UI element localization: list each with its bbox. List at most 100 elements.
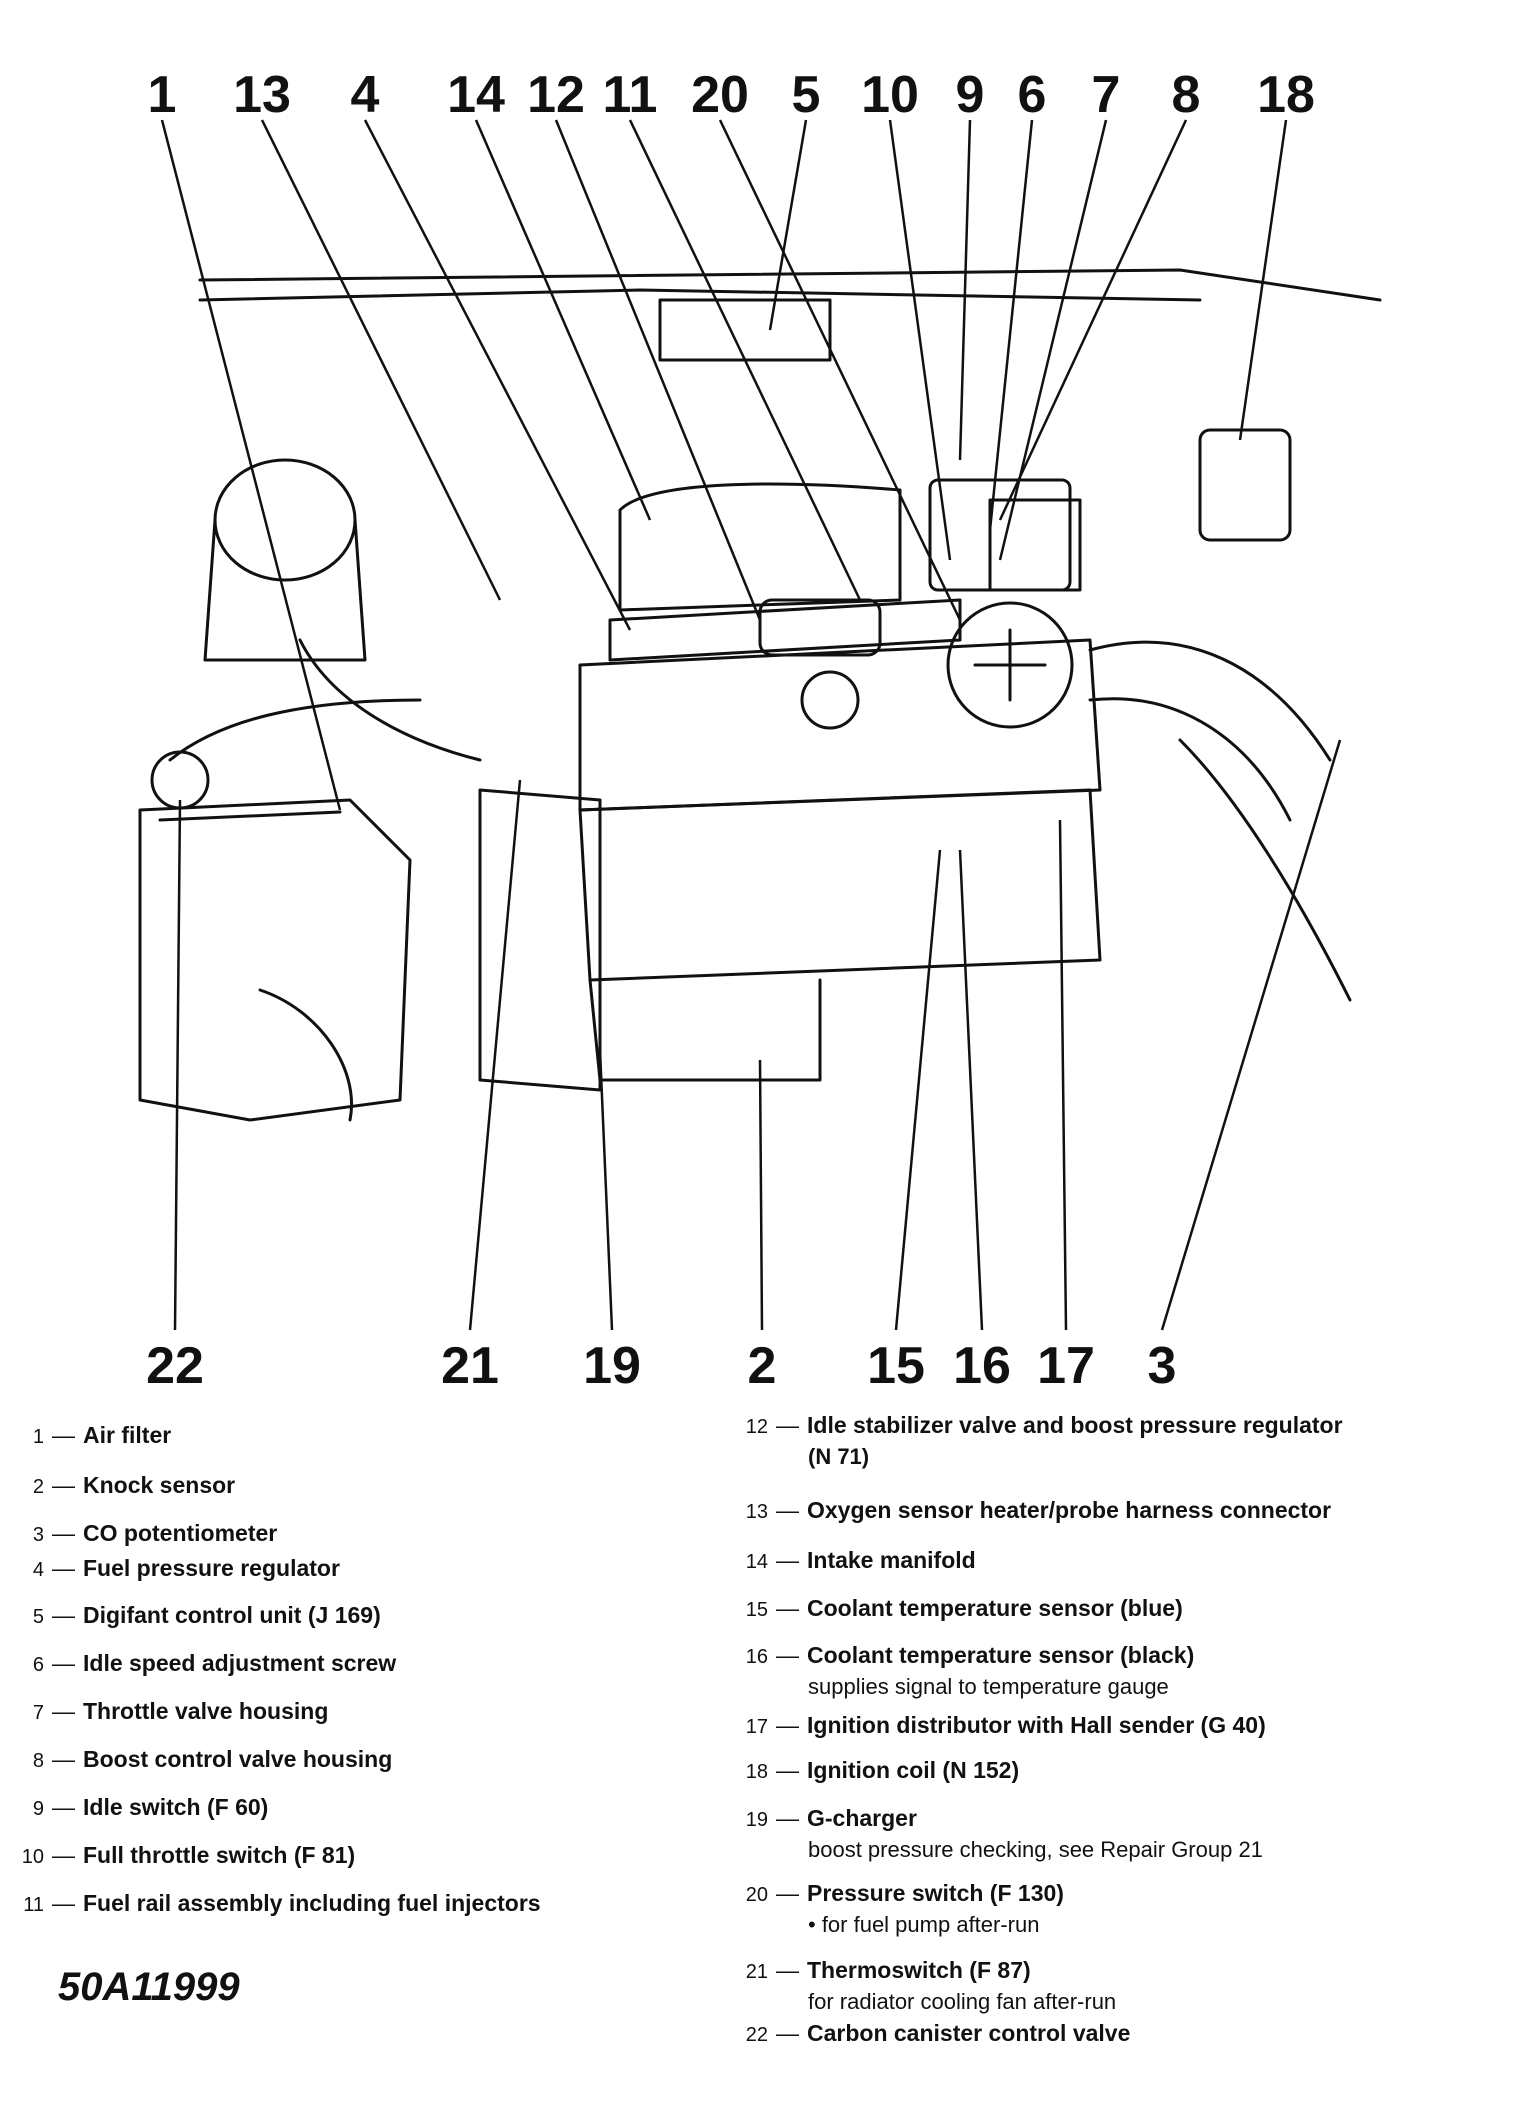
legend-name: Intake manifold (807, 1547, 976, 1573)
boost-control-valve-housing (988, 498, 1082, 592)
legend-name: Thermoswitch (F 87) (807, 1957, 1031, 1983)
callout-1: 1 (148, 66, 177, 124)
legend-name: Boost control valve housing (83, 1746, 393, 1772)
legend-dash: — (776, 1497, 799, 1523)
callout-7: 7 (1092, 66, 1121, 124)
legend-number: 2 (32, 1476, 44, 1498)
legend-name: Ignition distributor with Hall sender (G… (807, 1712, 1266, 1738)
legend-name: Coolant temperature sensor (black) (807, 1642, 1195, 1668)
callout-3: 3 (1148, 1337, 1177, 1395)
legend-item-15: 15—Coolant temperature sensor (blue) (724, 1593, 1183, 1625)
legend-dash: — (52, 1794, 75, 1820)
ignition-coil (1198, 428, 1292, 542)
legend-name: Air filter (83, 1422, 172, 1448)
legend-name: Pressure switch (F 130) (807, 1880, 1064, 1906)
legend-item-4: 4—Fuel pressure regulator (0, 1553, 340, 1585)
legend-item-14: 14 — Intake manifold (724, 1545, 976, 1577)
legend-subtext: boost pressure checking, see Repair Grou… (808, 1837, 1263, 1862)
g-charger (478, 788, 602, 1092)
callout-12: 12 (527, 66, 585, 124)
legend-name: Idle speed adjustment screw (83, 1650, 397, 1676)
legend-name: Knock sensor (83, 1472, 236, 1498)
legend-number: 17 (745, 1716, 768, 1738)
legend-dash: — (776, 2020, 799, 2046)
callout-6: 6 (1018, 66, 1047, 124)
legend-dash: — (776, 1547, 799, 1573)
legend-name: Full throttle switch (F 81) (83, 1842, 356, 1868)
legend-item-11: 11—Fuel rail assembly including fuel inj… (0, 1888, 540, 1920)
legend-subtext: for radiator cooling fan after-run (808, 1989, 1117, 2014)
legend-dash: — (52, 1472, 75, 1498)
callout-13: 13 (233, 66, 291, 124)
legend-subtext: (N 71) (808, 1444, 870, 1469)
legend-number: 11 (23, 1894, 44, 1916)
legend-item-17: 17 — Ignition distributor with Hall sender… (724, 1710, 1266, 1742)
legend-name: Throttle valve housing (83, 1698, 329, 1724)
legend-item-12: 12—Idle stabilizer valve and boost press… (724, 1410, 1343, 1472)
engine-block (578, 788, 1102, 982)
callout-18: 18 (1257, 66, 1315, 124)
legend-dash: — (52, 1746, 75, 1772)
figure-id: 50A11999 (58, 1965, 240, 2009)
legend-item-6: 6 — Idle speed adjustment screw (0, 1648, 396, 1680)
legend-number: 16 (745, 1646, 768, 1668)
callout-15: 15 (867, 1337, 925, 1395)
legend-number: 18 (745, 1761, 768, 1783)
legend-name: Fuel pressure regulator (83, 1555, 340, 1581)
distributor-cap (946, 601, 1074, 729)
legend-item-9: 9—Idle switch (F 60) (0, 1792, 268, 1824)
legend-number: 19 (745, 1809, 768, 1831)
legend-name: Coolant temperature sensor (blue) (807, 1595, 1183, 1621)
reservoir (213, 458, 357, 582)
legend-number: 10 (21, 1846, 44, 1868)
legend-dash: — (52, 1698, 75, 1724)
legend-name: Ignition coil (N 152) (807, 1757, 1020, 1783)
legend-number: 5 (32, 1606, 44, 1628)
legend-item-13: 13 — Oxygen sensor heater/probe harness co… (724, 1495, 1331, 1527)
callout-22: 22 (146, 1337, 204, 1395)
legend-name: Oxygen sensor heater/probe harness conne… (807, 1497, 1332, 1523)
legend-item-21: 21—Thermoswitch (F 87)for radiator cooli… (724, 1955, 1116, 2017)
legend-dash: — (52, 1650, 75, 1676)
legend-name: Digifant control unit (J 169) (83, 1602, 381, 1628)
legend-item-3: 3—CO potentiometer (0, 1518, 277, 1550)
callout-5: 5 (792, 66, 821, 124)
callout-19: 19 (583, 1337, 641, 1395)
callout-8: 8 (1172, 66, 1201, 124)
carbon-canister-valve (150, 750, 210, 810)
callout-14: 14 (447, 66, 505, 124)
legend-dash: — (52, 1842, 75, 1868)
legend-dash: — (776, 1757, 799, 1783)
legend-item-20: 20—Pressure switch (F 130)• for fuel pum… (724, 1878, 1064, 1940)
fuel-rail (608, 598, 962, 662)
legend-number: 6 (32, 1654, 44, 1676)
legend-item-2: 2 — Knock sensor (0, 1470, 235, 1502)
callout-20: 20 (691, 66, 749, 124)
legend-item-22: 22—Carbon canister control valve (724, 2018, 1131, 2050)
legend-number: 7 (32, 1702, 44, 1724)
valve-cover (578, 638, 1102, 812)
legend-dash: — (776, 1805, 799, 1831)
legend-dash: — (52, 1520, 75, 1546)
legend-dash: — (52, 1602, 75, 1628)
legend-item-5: 5 — Digifant control unit (J 169) (0, 1600, 381, 1632)
legend-number: 1 (32, 1426, 44, 1448)
legend-number: 13 (745, 1501, 768, 1523)
legend-number: 3 (32, 1524, 44, 1546)
legend-name: Idle stabilizer valve and boost pressure… (807, 1412, 1343, 1438)
legend-name: Idle switch (F 60) (83, 1794, 269, 1820)
legend-name: Carbon canister control valve (807, 2020, 1131, 2046)
callout-21: 21 (441, 1337, 499, 1395)
legend-dash: — (52, 1890, 75, 1916)
legend-item-16: 16—Coolant temperature sensor (black)sup… (724, 1640, 1195, 1702)
legend-number: 15 (745, 1599, 768, 1621)
legend-dash: — (776, 1412, 799, 1438)
legend-number: 21 (745, 1961, 768, 1983)
legend-number: 4 (32, 1559, 44, 1581)
cowl-line (198, 268, 1382, 302)
legend-dash: — (776, 1712, 799, 1738)
legend-dash: — (52, 1422, 75, 1448)
legend-number: 14 (745, 1551, 768, 1573)
